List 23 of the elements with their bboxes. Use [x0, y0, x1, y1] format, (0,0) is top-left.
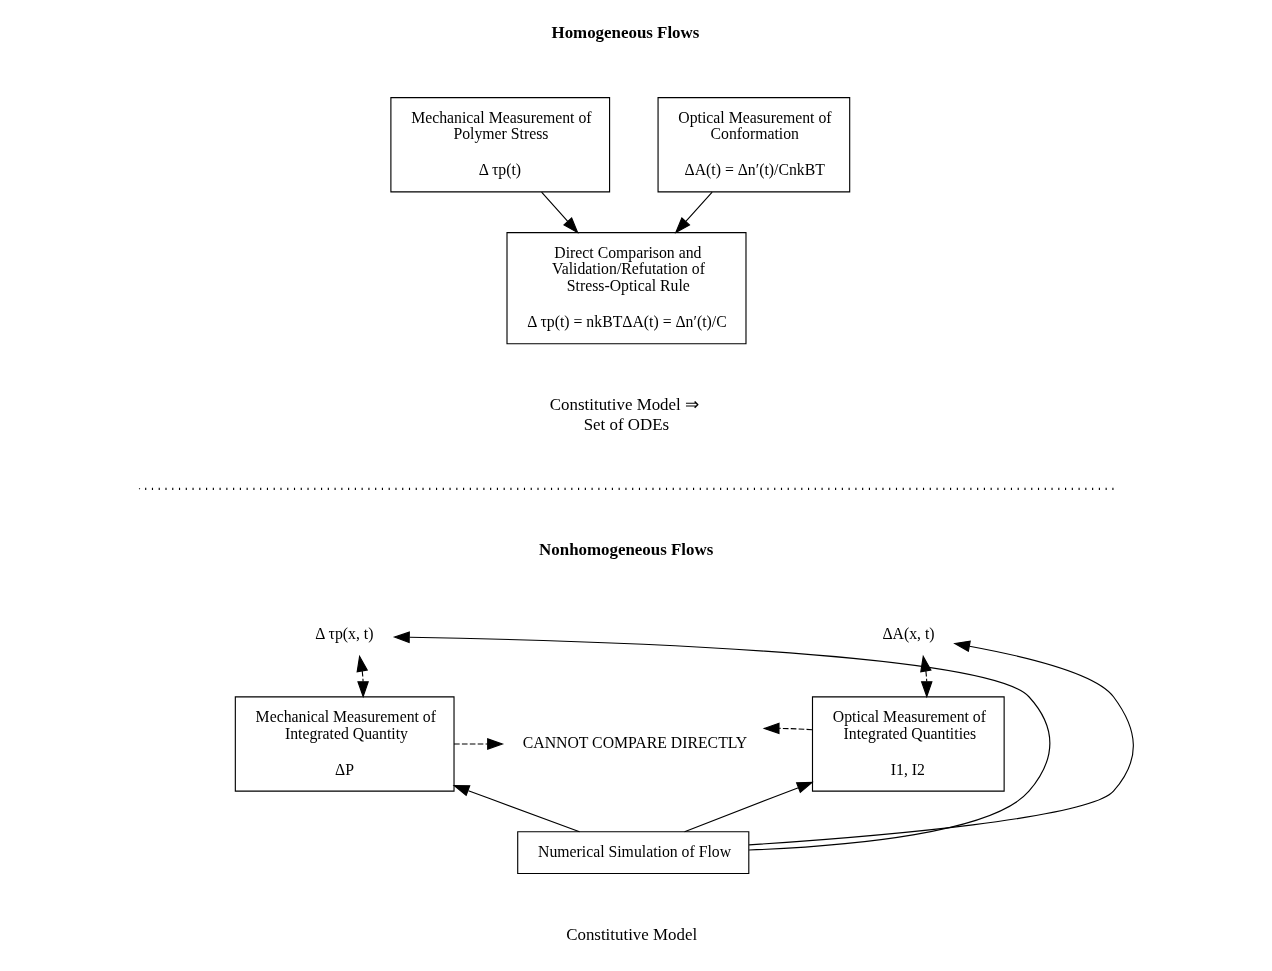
arrow [392, 631, 1050, 851]
arrow [674, 191, 713, 234]
node-box: Mechanical Measurement of Integrated Quantity ΔP [234, 696, 455, 792]
arrow [762, 722, 813, 735]
node-box: Optical Measurement of Conformation ΔA(t) = Δn′(t)/CnkBT [657, 97, 850, 193]
node-box: Direct Comparison and Validation/Refutation of Stress-Optical Rule Δ τp(t) = nkBTΔA(t) = Δn′(t)/C [505, 232, 747, 345]
label: Nonhomogeneous Flows [538, 539, 713, 559]
arrow [540, 191, 579, 234]
node-text: ΔA(x, t) [881, 625, 935, 643]
arrow [452, 738, 504, 750]
node-text: Δ τp(x, t) [314, 625, 373, 643]
label: Homogeneous Flows [551, 22, 699, 42]
node-box: Numerical Simulation of Flow [516, 831, 749, 875]
node-box: Mechanical Measurement of Polymer Stress Δ τp(t) [389, 97, 610, 193]
label: Constitutive Model [565, 925, 697, 945]
arrow [683, 781, 814, 833]
arrow [748, 640, 1134, 846]
node-text: CANNOT COMPARE DIRECTLY [522, 734, 747, 752]
label: Constitutive Model ⇒ Set of ODEs [549, 395, 699, 434]
arrow [452, 784, 580, 833]
node-box: Optical Measurement of Integrated Quantities I1, I2 [811, 696, 1005, 792]
arrow [355, 654, 369, 699]
arrow [919, 654, 933, 699]
